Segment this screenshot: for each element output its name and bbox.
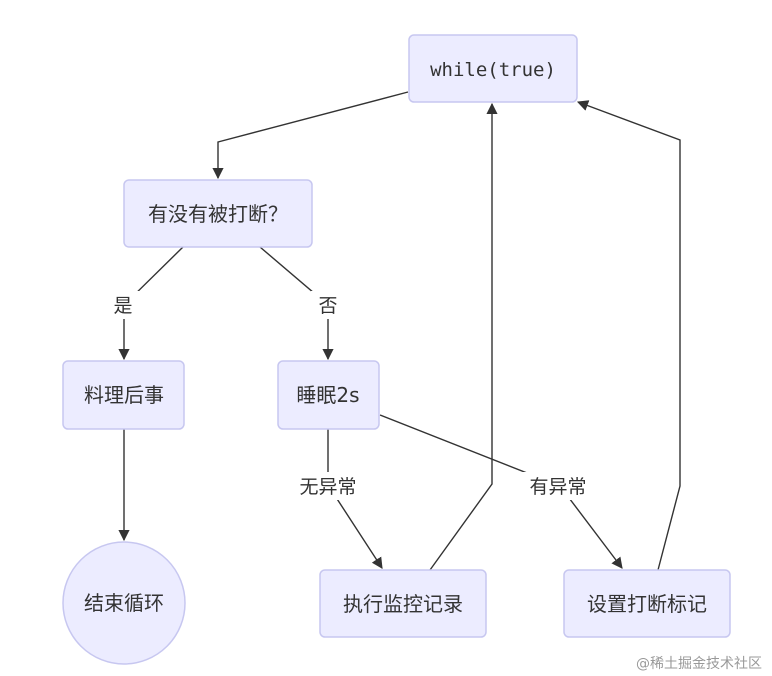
node-setflag[interactable]: 设置打断标记: [563, 569, 731, 638]
node-loop[interactable]: while(true): [408, 34, 578, 103]
node-check[interactable]: 有没有被打断？: [123, 179, 313, 248]
node-setflag-label: 设置打断标记: [587, 592, 707, 616]
node-check-label: 有没有被打断？: [148, 202, 288, 226]
node-cleanup-label: 料理后事: [84, 383, 164, 407]
edges: [118, 91, 681, 571]
edge-label-no-exception: 无异常: [299, 476, 356, 498]
edge-label-no: 否: [318, 295, 337, 317]
edge-setflag-to-loop: [576, 100, 681, 571]
node-monitor[interactable]: 执行监控记录: [319, 569, 487, 638]
edge-loop-to-check: [212, 91, 409, 180]
node-sleep[interactable]: 睡眠2s: [277, 360, 380, 430]
node-end-label: 结束循环: [84, 591, 164, 615]
edge-monitor-to-loop: [429, 102, 498, 571]
node-cleanup[interactable]: 料理后事: [62, 360, 185, 430]
edge-label-has-exception: 有异常: [529, 476, 586, 498]
edge-label-yes: 是: [113, 295, 132, 317]
node-end[interactable]: 结束循环: [62, 541, 186, 665]
node-monitor-label: 执行监控记录: [343, 592, 463, 616]
watermark-text: @稀土掘金技术社区: [636, 656, 762, 672]
node-loop-label: while(true): [430, 59, 556, 81]
node-sleep-label: 睡眠2s: [296, 383, 359, 407]
edge-labels: 是 否 无异常 有异常: [106, 291, 596, 500]
